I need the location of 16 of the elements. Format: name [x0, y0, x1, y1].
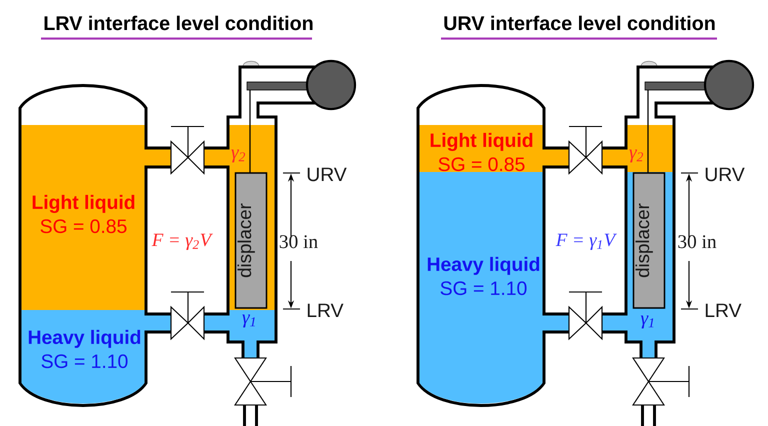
range-label: URV	[308, 168, 347, 182]
gamma-label: γ$_{2}$	[629, 150, 644, 162]
displacer: displacer	[632, 172, 666, 309]
liquid-layer: Heavy liquid SG = 1.10	[22, 310, 144, 404]
liquid-layer: Heavy liquid SG = 1.10	[420, 172, 542, 404]
range-label: LRV	[308, 304, 344, 317]
formula: F = γ$_{1}$V	[556, 234, 617, 250]
heading: URV interface level condition	[444, 16, 715, 30]
formula: F = γ$_{2}$V	[152, 234, 213, 250]
liquid-layer: Light liquid SG = 0.85	[420, 125, 542, 172]
range-label: LRV	[706, 304, 742, 317]
displacer: displacer	[234, 172, 268, 309]
liquid-layer: Light liquid SG = 0.85	[22, 125, 144, 310]
heading: LRV interface level condition	[44, 16, 313, 30]
gamma-label: γ$_{2}$	[231, 150, 246, 162]
range-label: URV	[706, 168, 745, 182]
